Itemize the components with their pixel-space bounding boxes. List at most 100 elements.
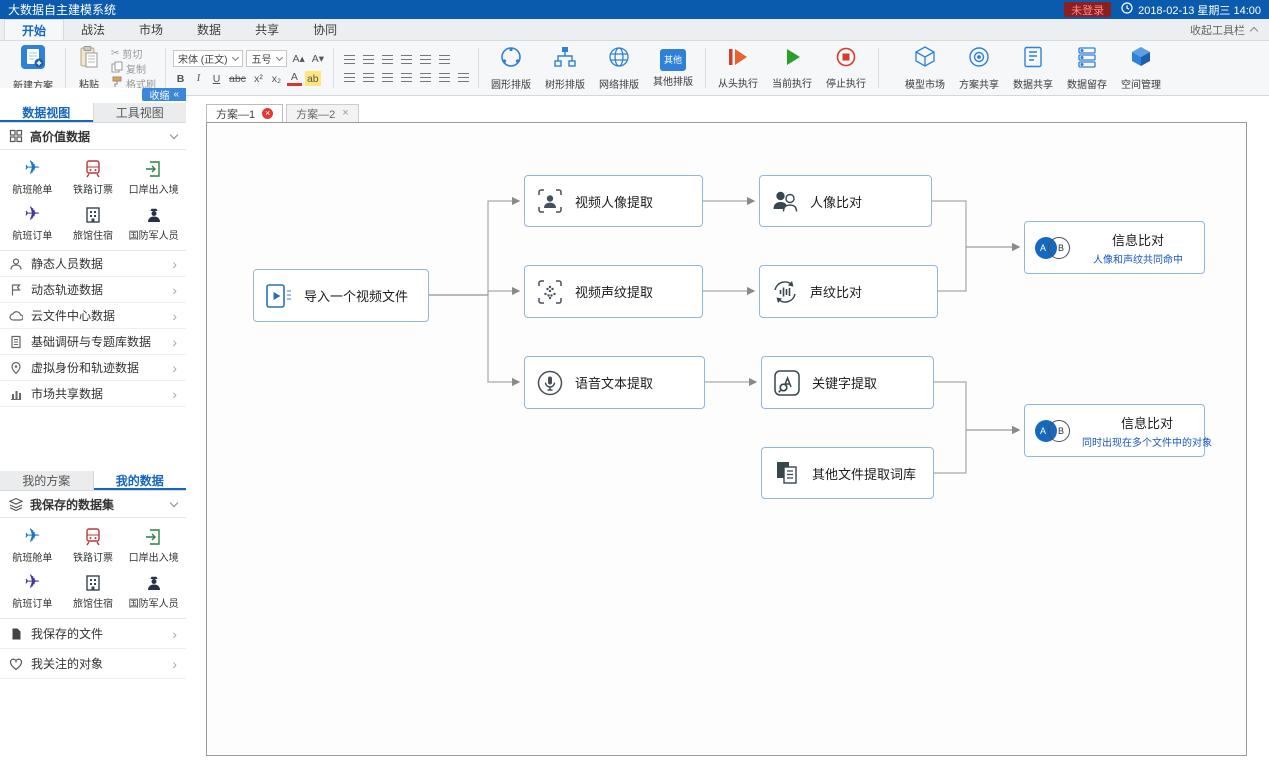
- tree-layout-button[interactable]: 树形排版: [540, 44, 590, 92]
- network-layout-button[interactable]: 网络排版: [594, 44, 644, 92]
- ribbon-tab-tactics[interactable]: 战法: [81, 23, 106, 37]
- strikethrough-button[interactable]: abc: [229, 72, 246, 85]
- dataset-rail-ticket[interactable]: 铁路订票: [63, 521, 124, 567]
- close-tab-icon[interactable]: ×: [262, 108, 274, 119]
- tab-my-data[interactable]: 我的数据: [93, 471, 186, 490]
- other-layout-button[interactable]: 其他 其他排版: [648, 48, 698, 89]
- dataset-flight-manifest[interactable]: ✈ 航班舱单: [2, 521, 63, 567]
- new-plan-icon: [20, 44, 46, 75]
- shading-button[interactable]: [436, 70, 452, 84]
- flow-node-info-compare-1[interactable]: A B 信息比对 人像和声纹共同命中: [1024, 221, 1205, 274]
- multilevel-list-button[interactable]: [379, 52, 395, 66]
- increase-indent-button[interactable]: [417, 52, 433, 66]
- justify-button[interactable]: [398, 70, 414, 84]
- section-market-shared-data[interactable]: 市场共享数据 ›: [0, 381, 186, 407]
- model-market-button[interactable]: 模型市场: [900, 44, 950, 92]
- section-saved-datasets[interactable]: 我保存的数据集: [0, 491, 186, 518]
- plan-tab-1[interactable]: 方案—1 ×: [206, 104, 284, 122]
- space-manage-button[interactable]: 空间管理: [1116, 44, 1166, 92]
- flow-node-other-file-lexicon[interactable]: 其他文件提取词库: [761, 447, 934, 499]
- section-my-followed-objects[interactable]: 我关注的对象 ›: [0, 649, 186, 679]
- dataset-border-entry-exit[interactable]: 口岸出入境: [123, 521, 184, 567]
- dataset-military-personnel[interactable]: 国防军人员: [123, 567, 184, 613]
- dataset-rail-ticket[interactable]: 铁路订票: [63, 153, 124, 199]
- section-static-personnel[interactable]: 静态人员数据 ›: [0, 251, 186, 277]
- decrease-indent-button[interactable]: [398, 52, 414, 66]
- dataset-label: 国防军人员: [128, 599, 179, 610]
- sidebar-collapse-button[interactable]: 收缩 «: [142, 88, 186, 102]
- underline-button[interactable]: U: [212, 72, 221, 85]
- tab-data-view[interactable]: 数据视图: [0, 103, 94, 122]
- align-center-button[interactable]: [360, 70, 376, 84]
- dataset-border-entry-exit[interactable]: 口岸出入境: [123, 153, 184, 199]
- section-dynamic-track[interactable]: 动态轨迹数据 ›: [0, 277, 186, 303]
- bold-button[interactable]: B: [176, 72, 185, 85]
- stop-run-button[interactable]: 停止执行: [821, 45, 871, 91]
- ribbon-tab-start[interactable]: 开始: [4, 19, 65, 40]
- ribbon-tab-collab[interactable]: 协同: [313, 23, 338, 37]
- run-current-button[interactable]: 当前执行: [767, 45, 817, 91]
- ribbon-tab-market[interactable]: 市场: [139, 23, 164, 37]
- run-from-start-button[interactable]: 从头执行: [713, 45, 763, 91]
- flow-node-keyword-extract[interactable]: 关键字提取: [761, 356, 934, 409]
- paste-button[interactable]: 粘贴: [73, 44, 105, 92]
- italic-button[interactable]: I: [196, 73, 201, 84]
- circle-layout-button[interactable]: 圆形排版: [486, 44, 536, 92]
- section-cloud-file-center[interactable]: 云文件中心数据 ›: [0, 303, 186, 329]
- bullet-list-button[interactable]: [341, 52, 357, 66]
- flow-node-video-face-extract[interactable]: 视频人像提取: [524, 175, 703, 227]
- dataset-flight-order[interactable]: ✈ 航班订单: [2, 567, 63, 613]
- font-family-select[interactable]: 宋体 (正文): [173, 50, 244, 67]
- dataset-hotel-stay[interactable]: 旅馆住宿: [63, 199, 124, 245]
- section-high-value-data[interactable]: 高价值数据: [0, 123, 186, 150]
- dataset-flight-manifest[interactable]: ✈ 航班舱单: [2, 153, 63, 199]
- align-right-button[interactable]: [379, 70, 395, 84]
- flow-node-import-video[interactable]: 导入一个视频文件: [253, 269, 429, 322]
- flow-node-face-compare[interactable]: 人像比对: [759, 175, 932, 227]
- close-tab-icon[interactable]: ×: [342, 107, 349, 119]
- grow-font-button[interactable]: A▴: [292, 52, 305, 65]
- flow-node-speech-text-extract[interactable]: 语音文本提取: [524, 356, 705, 409]
- tab-my-plans[interactable]: 我的方案: [0, 471, 94, 490]
- copy-button[interactable]: 复制: [109, 61, 158, 76]
- collapse-toolbar-button[interactable]: 收起工具栏: [1190, 19, 1259, 40]
- flow-canvas[interactable]: 导入一个视频文件 视频人像提取 人像比对 视频声纹提取 声纹比对 语音文本提取 …: [206, 122, 1247, 756]
- align-left-button[interactable]: [341, 70, 357, 84]
- sort-button[interactable]: [436, 52, 452, 66]
- bullet-list-icon: [343, 54, 355, 64]
- ribbon-tab-data[interactable]: 数据: [197, 23, 222, 37]
- numbered-list-button[interactable]: [360, 52, 376, 66]
- numbered-list-icon: [362, 54, 374, 64]
- section-my-saved-files[interactable]: 我保存的文件 ›: [0, 619, 186, 649]
- shrink-font-button[interactable]: A▾: [311, 52, 325, 65]
- flow-node-info-compare-2[interactable]: A B 信息比对 同时出现在多个文件中的对象: [1024, 404, 1212, 457]
- flow-node-voiceprint-compare[interactable]: 声纹比对: [759, 265, 938, 318]
- format-painter-button[interactable]: 格式刷: [109, 76, 158, 91]
- dataset-flight-order[interactable]: ✈ 航班订单: [2, 199, 63, 245]
- data-retention-button[interactable]: 数据留存: [1062, 44, 1112, 92]
- dataset-hotel-stay[interactable]: 旅馆住宿: [63, 567, 124, 613]
- section-label: 我关注的对象: [31, 657, 104, 671]
- login-status-badge[interactable]: 未登录: [1064, 2, 1112, 17]
- cut-button[interactable]: ✂ 剪切: [109, 47, 158, 61]
- plan-share-button[interactable]: 方案共享: [954, 44, 1004, 92]
- new-plan-button[interactable]: 新建方案: [8, 43, 58, 93]
- dataset-label: 旅馆住宿: [72, 599, 113, 610]
- section-basic-research[interactable]: 基础调研与专题库数据 ›: [0, 329, 186, 355]
- subscript-button[interactable]: x₂: [271, 72, 282, 85]
- font-color-button[interactable]: A: [286, 72, 302, 86]
- collapse-label: 收缩: [149, 91, 170, 102]
- flow-node-voiceprint-extract[interactable]: 视频声纹提取: [524, 265, 703, 318]
- font-size-select[interactable]: 五号: [246, 50, 288, 67]
- ribbon-tab-share[interactable]: 共享: [255, 23, 280, 37]
- section-virtual-identity[interactable]: 虚拟身份和轨迹数据 ›: [0, 355, 186, 381]
- line-spacing-button[interactable]: [417, 70, 433, 84]
- plan-tab-2[interactable]: 方案—2 ×: [286, 104, 359, 122]
- section-label: 市场共享数据: [31, 387, 104, 401]
- dataset-military-personnel[interactable]: 国防军人员: [123, 199, 184, 245]
- highlight-color-button[interactable]: ab: [304, 71, 321, 86]
- superscript-button[interactable]: x²: [254, 72, 263, 85]
- borders-button[interactable]: [455, 70, 471, 84]
- tab-tool-view[interactable]: 工具视图: [93, 103, 186, 122]
- data-share-button[interactable]: 数据共享: [1008, 44, 1058, 92]
